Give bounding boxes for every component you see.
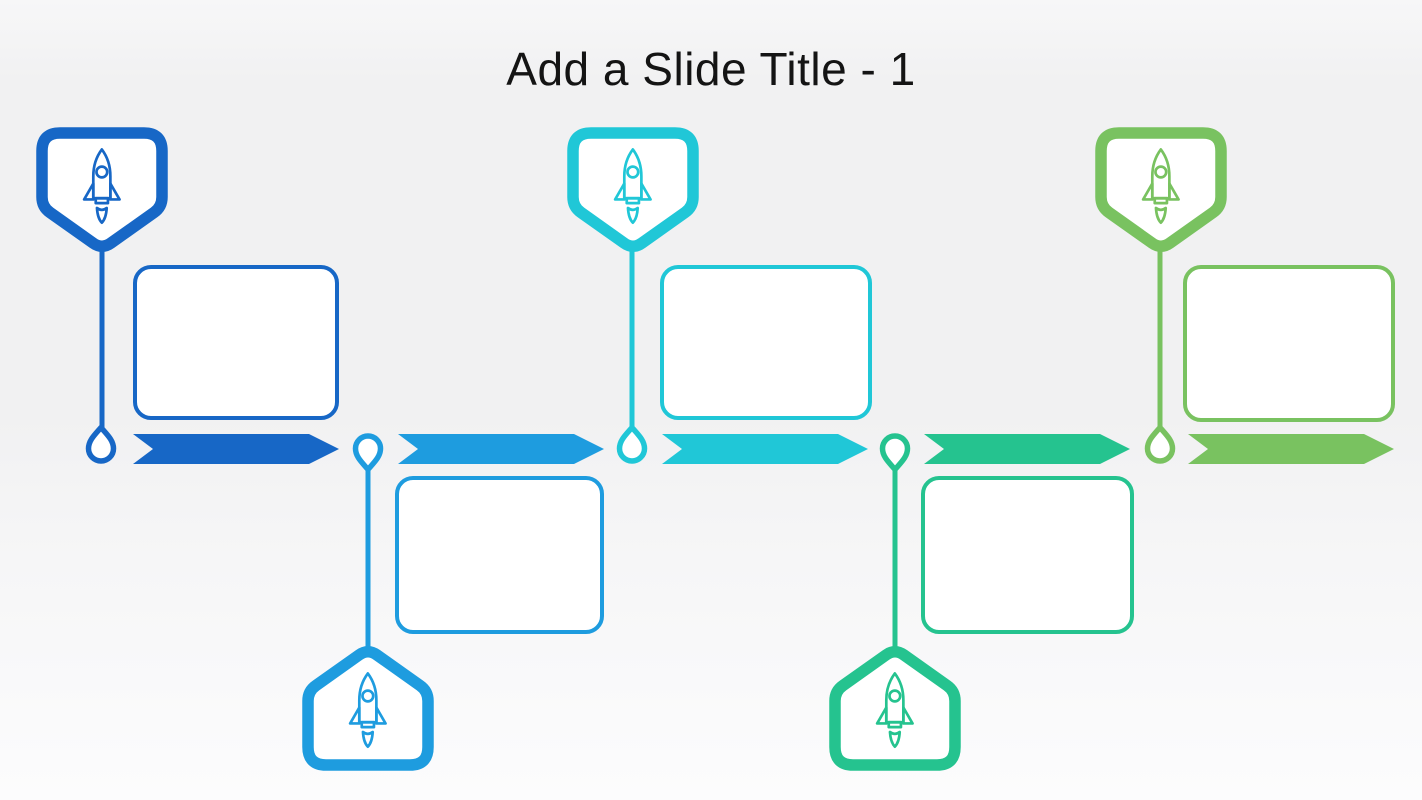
- milestone-5: [1101, 133, 1395, 464]
- timeline-node: [1148, 428, 1173, 462]
- milestone-4: [835, 434, 1134, 765]
- timeline-arrow[interactable]: [398, 434, 604, 464]
- timeline-node: [89, 428, 114, 462]
- slide-title-placeholder[interactable]: Add a Slide Title - 1: [506, 43, 916, 95]
- milestone-3: [573, 133, 872, 464]
- content-box[interactable]: [133, 265, 339, 420]
- timeline-node: [620, 428, 645, 462]
- timeline-arrow[interactable]: [133, 434, 339, 464]
- content-box[interactable]: [395, 476, 604, 634]
- badge-shield[interactable]: [308, 652, 428, 765]
- badge-shield[interactable]: [835, 652, 955, 765]
- timeline-arrow[interactable]: [1188, 434, 1394, 464]
- content-box[interactable]: [660, 265, 872, 420]
- timeline-arrow[interactable]: [924, 434, 1130, 464]
- timeline-node: [883, 436, 908, 470]
- milestone-1: [42, 133, 339, 464]
- milestone-2: [308, 434, 604, 765]
- content-box[interactable]: [921, 476, 1134, 634]
- content-box[interactable]: [1183, 265, 1395, 422]
- timeline-node: [356, 436, 381, 470]
- timeline-arrow[interactable]: [662, 434, 868, 464]
